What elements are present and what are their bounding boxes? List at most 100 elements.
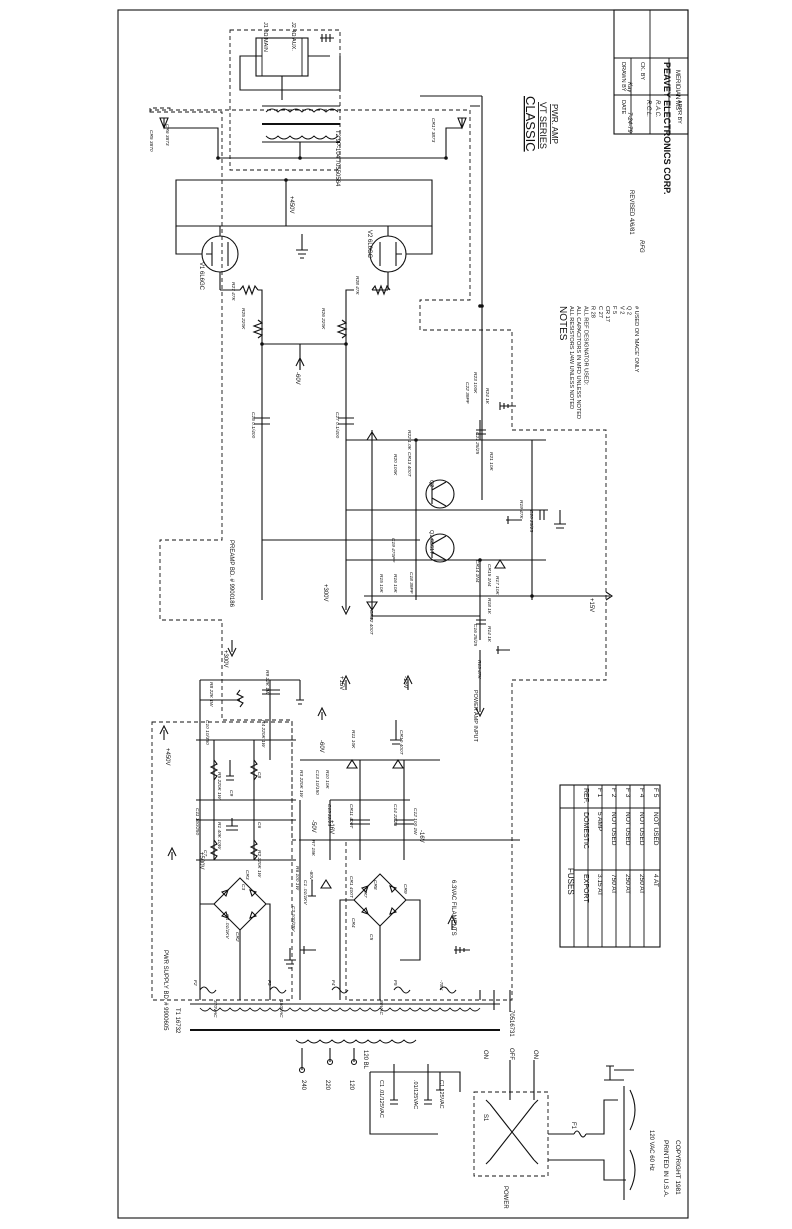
component-label: C10 10/350 (204, 720, 210, 745)
note-item: ALL RESISTORS 1/4W UNLESS NOTED (568, 306, 574, 409)
note-item: # USED ON 'MACE' ONLY (633, 306, 639, 373)
component-label: CR4 (350, 918, 356, 928)
transformer-t1-label: T1 16732 (174, 1008, 180, 1034)
company-city: MERIDIAN MS (674, 70, 680, 110)
fuse-table-cell: F 5 (652, 788, 659, 798)
component-label: F3 (266, 980, 272, 986)
component-label: CR5 3870 (148, 130, 154, 152)
note-item: ALL REF DESIGNATOR USED: (582, 306, 588, 386)
filaments-label: 6.3VAC FILAMENTS (450, 880, 456, 936)
mains-cap-c1: C1 .01/125VAC (378, 1080, 384, 1118)
component-label: C19 470PF (390, 538, 396, 563)
note-item: Q 2 (626, 306, 632, 315)
rail-plus300-b: +300V (322, 584, 328, 602)
fuse-table-cell: NOT USED (638, 812, 645, 846)
component-label: R21 10K (488, 452, 494, 471)
component-label: CR14 1N4 (474, 560, 480, 583)
output-section-outline (149, 107, 171, 112)
transistor-q2-label: Q2 (428, 480, 434, 487)
speaker-jack-aux: J2 4Ω AUX. (290, 22, 296, 51)
component-label: 370VAC (212, 1000, 218, 1018)
fuse-table-cell: 5 AMP (596, 812, 603, 831)
component-label: R8 22K 1W (208, 682, 214, 707)
mains-plug-label: 120 VAC 60 Hz (648, 1130, 654, 1171)
component-label: 150VAC (278, 1000, 284, 1018)
component-label: R18 1K (486, 598, 492, 615)
fuse-table-title: FUSES (566, 868, 575, 895)
component-label: R13 47K (476, 660, 482, 679)
company-name: PEAVEY ELECTRONICS CORP. (662, 62, 672, 195)
component-label: R17 10K (494, 576, 500, 595)
switch-off-label: OFF (508, 1048, 514, 1060)
power-transformer (190, 1003, 500, 1074)
rail-minus15: -15V (402, 676, 408, 689)
component-label: R6 100 1W (294, 866, 300, 890)
rail-arrows (159, 600, 457, 930)
rail-minus60: -60V (294, 372, 300, 385)
switch-on2-label: ON (532, 1050, 538, 1059)
printed-in: PRINTED IN U.S.A. (662, 1140, 669, 1198)
component-label: C3 (240, 884, 246, 890)
fuse-table-cell: NOT USED (652, 812, 659, 846)
component-label: C22 39PF (464, 382, 470, 405)
component-label: C5 (368, 934, 374, 940)
component-label: F4 (330, 980, 336, 986)
approved-by-label: APPR BY (676, 100, 682, 124)
tap-240-label: 240 (300, 1080, 306, 1091)
preamp-board-label: PREAMP BD. # 9900186 (228, 540, 234, 608)
component-label: R25 220K (240, 308, 246, 330)
component-labels: PWR SUPPLY BD. # 9900605 PREAMP BD. # 990… (148, 22, 654, 1209)
note-item: ALL CAPACITORS IN MFD UNLESS NOTED (575, 306, 581, 419)
component-label: CR1 400T (348, 876, 354, 899)
component-label: C11 100/250 (194, 808, 200, 835)
sheet-border (117, 9, 689, 1219)
component-label: CR11 400T (348, 804, 354, 829)
component-label: -80V (308, 870, 314, 881)
switch-on-label: ON (482, 1050, 488, 1059)
component-label: C13 10/150 (314, 770, 320, 795)
drawing-title: CLASSIC (523, 96, 538, 152)
fuse-table-cell: NOT USED (610, 812, 617, 846)
rail-plus15: +15V (338, 676, 344, 690)
component-label: R2 220K 1W (256, 850, 262, 878)
transformer-t2-label: T2 9P-104 70550564 (334, 130, 340, 187)
psu-board-label: PWR SUPPLY BD. # 9900605 (162, 950, 168, 1031)
revision-date: REVISED 4/6/81 (628, 190, 634, 235)
mains-input (369, 1060, 636, 1200)
fuse-table-cell: 250 AT (624, 874, 631, 894)
component-label: R22 1.0K (406, 430, 412, 451)
drawn-signature: Kay (626, 82, 632, 93)
drawing-subtitle: PWR. AMP (550, 104, 559, 144)
switch-label: S1 (482, 1114, 488, 1122)
fuse-table-header: EXPORT (582, 874, 589, 903)
rail-minus60-b: -60V (318, 740, 324, 753)
note-item: V 2 (618, 306, 624, 314)
component-label: C12 100 1W (412, 808, 418, 835)
checked-signature: R.C.L. (645, 100, 651, 117)
tube-v1-label: V1 6L6GC (198, 262, 204, 291)
checked-by-label: CK. BY (639, 62, 645, 80)
output-stage (159, 34, 484, 500)
component-label: R3 220K 1W (298, 770, 304, 798)
component-label: R9 22K 1W (264, 670, 270, 695)
fuse-table-header: DOMESTIC (582, 812, 589, 849)
component-label: CR12 400T (368, 610, 374, 636)
component-label: C14 22/25 (392, 804, 398, 826)
component-label: C1 .01/1KV (302, 880, 308, 905)
fuse-table-cell: NOT USED (624, 812, 631, 846)
note-item: R 28 (590, 306, 596, 318)
fuse-table-cell: F 3 (624, 788, 631, 798)
component-label: R5 220K 1W (216, 772, 222, 800)
component-label: CR13 400T (406, 452, 412, 478)
approved-signature: R.A.C. (654, 100, 660, 118)
component-label: C27 0.1/400 (334, 412, 340, 438)
rail-plus16: +16V (328, 820, 334, 834)
component-label: F2 (192, 980, 198, 986)
tube-bplus-label: +450V (288, 196, 294, 214)
tap-120-label: 120 (348, 1080, 354, 1091)
component-label: R15 10K (378, 574, 384, 593)
component-label: CR2 (234, 932, 240, 942)
component-label: R23 100K (472, 372, 478, 394)
speaker-jack-main: J1 8Ω MAIN (262, 22, 268, 52)
